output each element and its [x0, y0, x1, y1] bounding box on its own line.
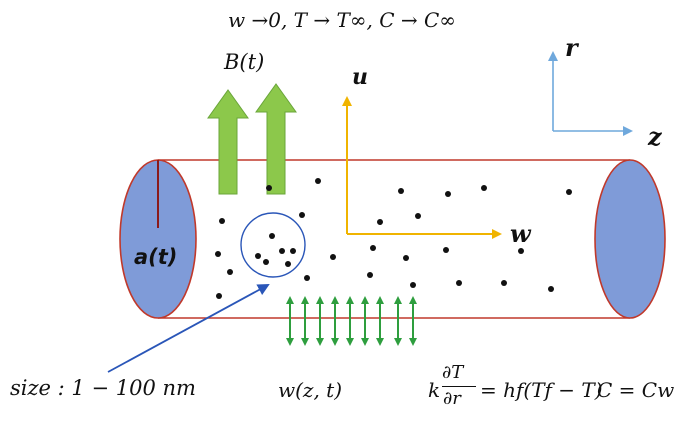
bc-k: k	[428, 378, 441, 402]
field-arrow-left	[207, 89, 249, 195]
particle-size-label: size : 1 − 100 nm	[10, 376, 196, 400]
particle	[215, 251, 221, 257]
particle	[370, 245, 376, 251]
particle	[304, 275, 310, 281]
particle	[398, 188, 404, 194]
particle	[255, 253, 261, 259]
particle	[219, 218, 225, 224]
particle	[266, 185, 272, 191]
particle	[403, 255, 409, 261]
particle	[415, 213, 421, 219]
particle	[290, 248, 296, 254]
w-axis-label: w	[510, 219, 531, 248]
particle	[367, 272, 373, 278]
particle	[443, 247, 449, 253]
field-arrow-right	[255, 83, 297, 195]
particle	[445, 191, 451, 197]
particle	[279, 248, 285, 254]
concentration-condition: C = Cw	[597, 378, 675, 402]
far-field-condition: w →0, T → T∞, C → C∞	[228, 8, 456, 32]
particle	[285, 261, 291, 267]
particle	[481, 185, 487, 191]
velocity-axes	[342, 96, 502, 239]
particle	[501, 280, 507, 286]
tube-right-end-cap	[594, 159, 666, 319]
particle	[227, 269, 233, 275]
particle	[299, 212, 305, 218]
particle-cluster-circle	[240, 212, 306, 278]
particle	[269, 233, 275, 239]
tube	[119, 159, 666, 319]
magnetic-field-label: B(t)	[224, 50, 265, 74]
magnetic-field-arrows	[207, 83, 297, 195]
particle	[456, 280, 462, 286]
nanoparticles	[215, 178, 572, 299]
particle	[518, 248, 524, 254]
particle	[548, 286, 554, 292]
particle	[263, 259, 269, 265]
particle	[216, 293, 222, 299]
particle	[377, 219, 383, 225]
bc-dr: ∂r	[443, 388, 461, 409]
u-axis-label: u	[352, 64, 368, 90]
radius-label: a(t)	[134, 245, 178, 269]
size-pointer-arrow	[107, 284, 270, 373]
particle	[566, 189, 572, 195]
bc-dT: ∂T	[442, 362, 464, 383]
wall-velocity-label: w(z, t)	[278, 378, 343, 402]
particle	[315, 178, 321, 184]
r-axis-label: r	[565, 33, 578, 62]
particle	[330, 254, 336, 260]
particle	[410, 282, 416, 288]
bc-fraction-bar	[442, 386, 476, 387]
z-axis-label: z	[648, 122, 662, 151]
coordinate-axes	[548, 51, 633, 136]
bc-rhs: = hf(Tf − T)	[480, 378, 603, 402]
wall-velocity-arrows	[286, 296, 417, 346]
